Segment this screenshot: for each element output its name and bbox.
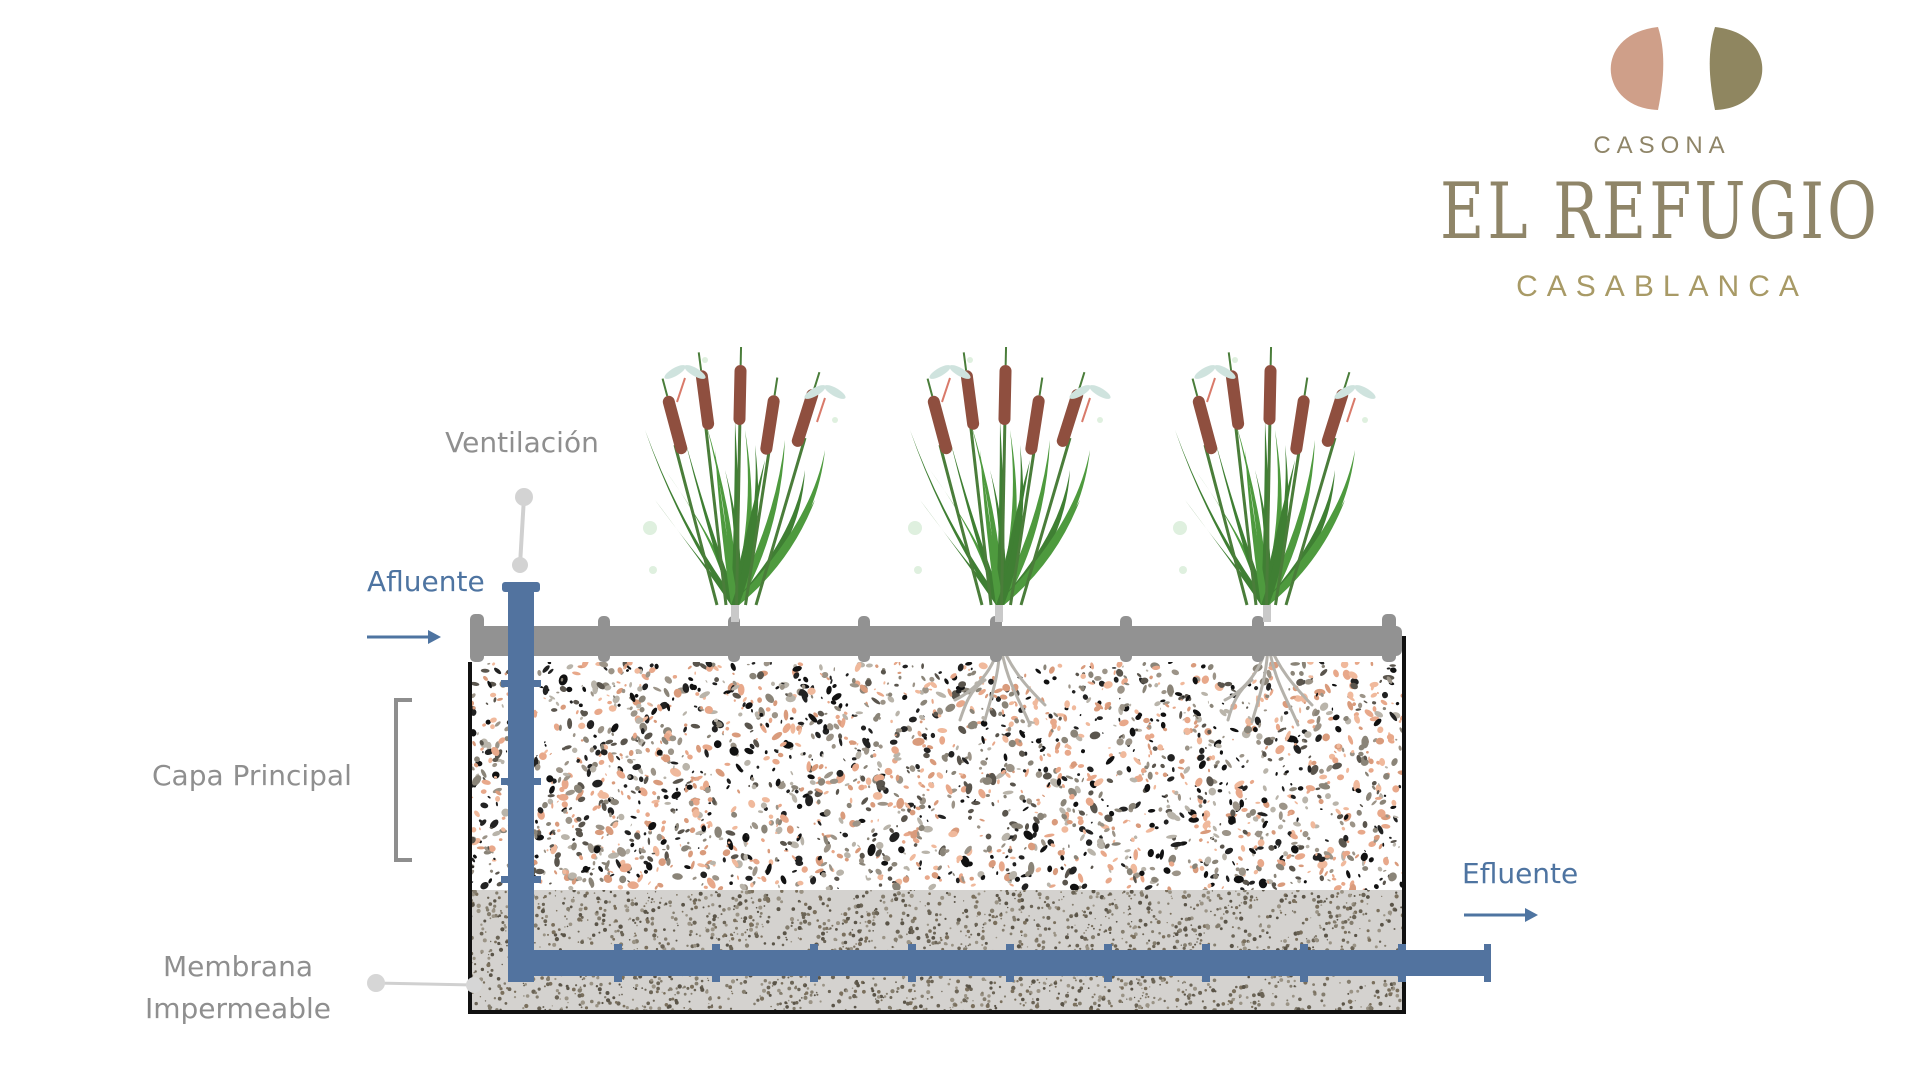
afluente-arrow-icon (367, 630, 441, 644)
wetland-plants (643, 346, 1376, 606)
tank-outline (468, 636, 1406, 1014)
label-efluente: Efluente (1462, 857, 1578, 890)
membrana-callout (367, 974, 482, 993)
efluente-arrow-icon (1464, 908, 1538, 922)
label-membrana-line1: Membrana (163, 950, 313, 983)
wetland-tank (468, 636, 1406, 1014)
logo-leaf-right-icon (1709, 27, 1763, 110)
label-capa-principal: Capa Principal (152, 759, 352, 792)
outlet-horizontal-pipe (508, 950, 1488, 976)
ventilation-callout (512, 488, 533, 573)
brand-top-line: CASONA (1593, 132, 1730, 159)
brand-logo: CASONA EL REFUGIO CASABLANCA (1440, 27, 1880, 303)
label-afluente: Afluente (367, 565, 485, 598)
logo-leaf-left-icon (1610, 27, 1664, 110)
brand-location: CASABLANCA (1516, 270, 1808, 303)
capa-principal-bracket (394, 698, 412, 862)
brand-name: EL REFUGIO (1440, 167, 1880, 257)
top-distribution-pipe (470, 596, 1402, 662)
label-membrana-line2: Impermeable (145, 992, 331, 1025)
blue-pipe-system (501, 582, 1491, 982)
plant-roots (953, 638, 1314, 727)
label-ventilacion: Ventilación (445, 426, 599, 459)
